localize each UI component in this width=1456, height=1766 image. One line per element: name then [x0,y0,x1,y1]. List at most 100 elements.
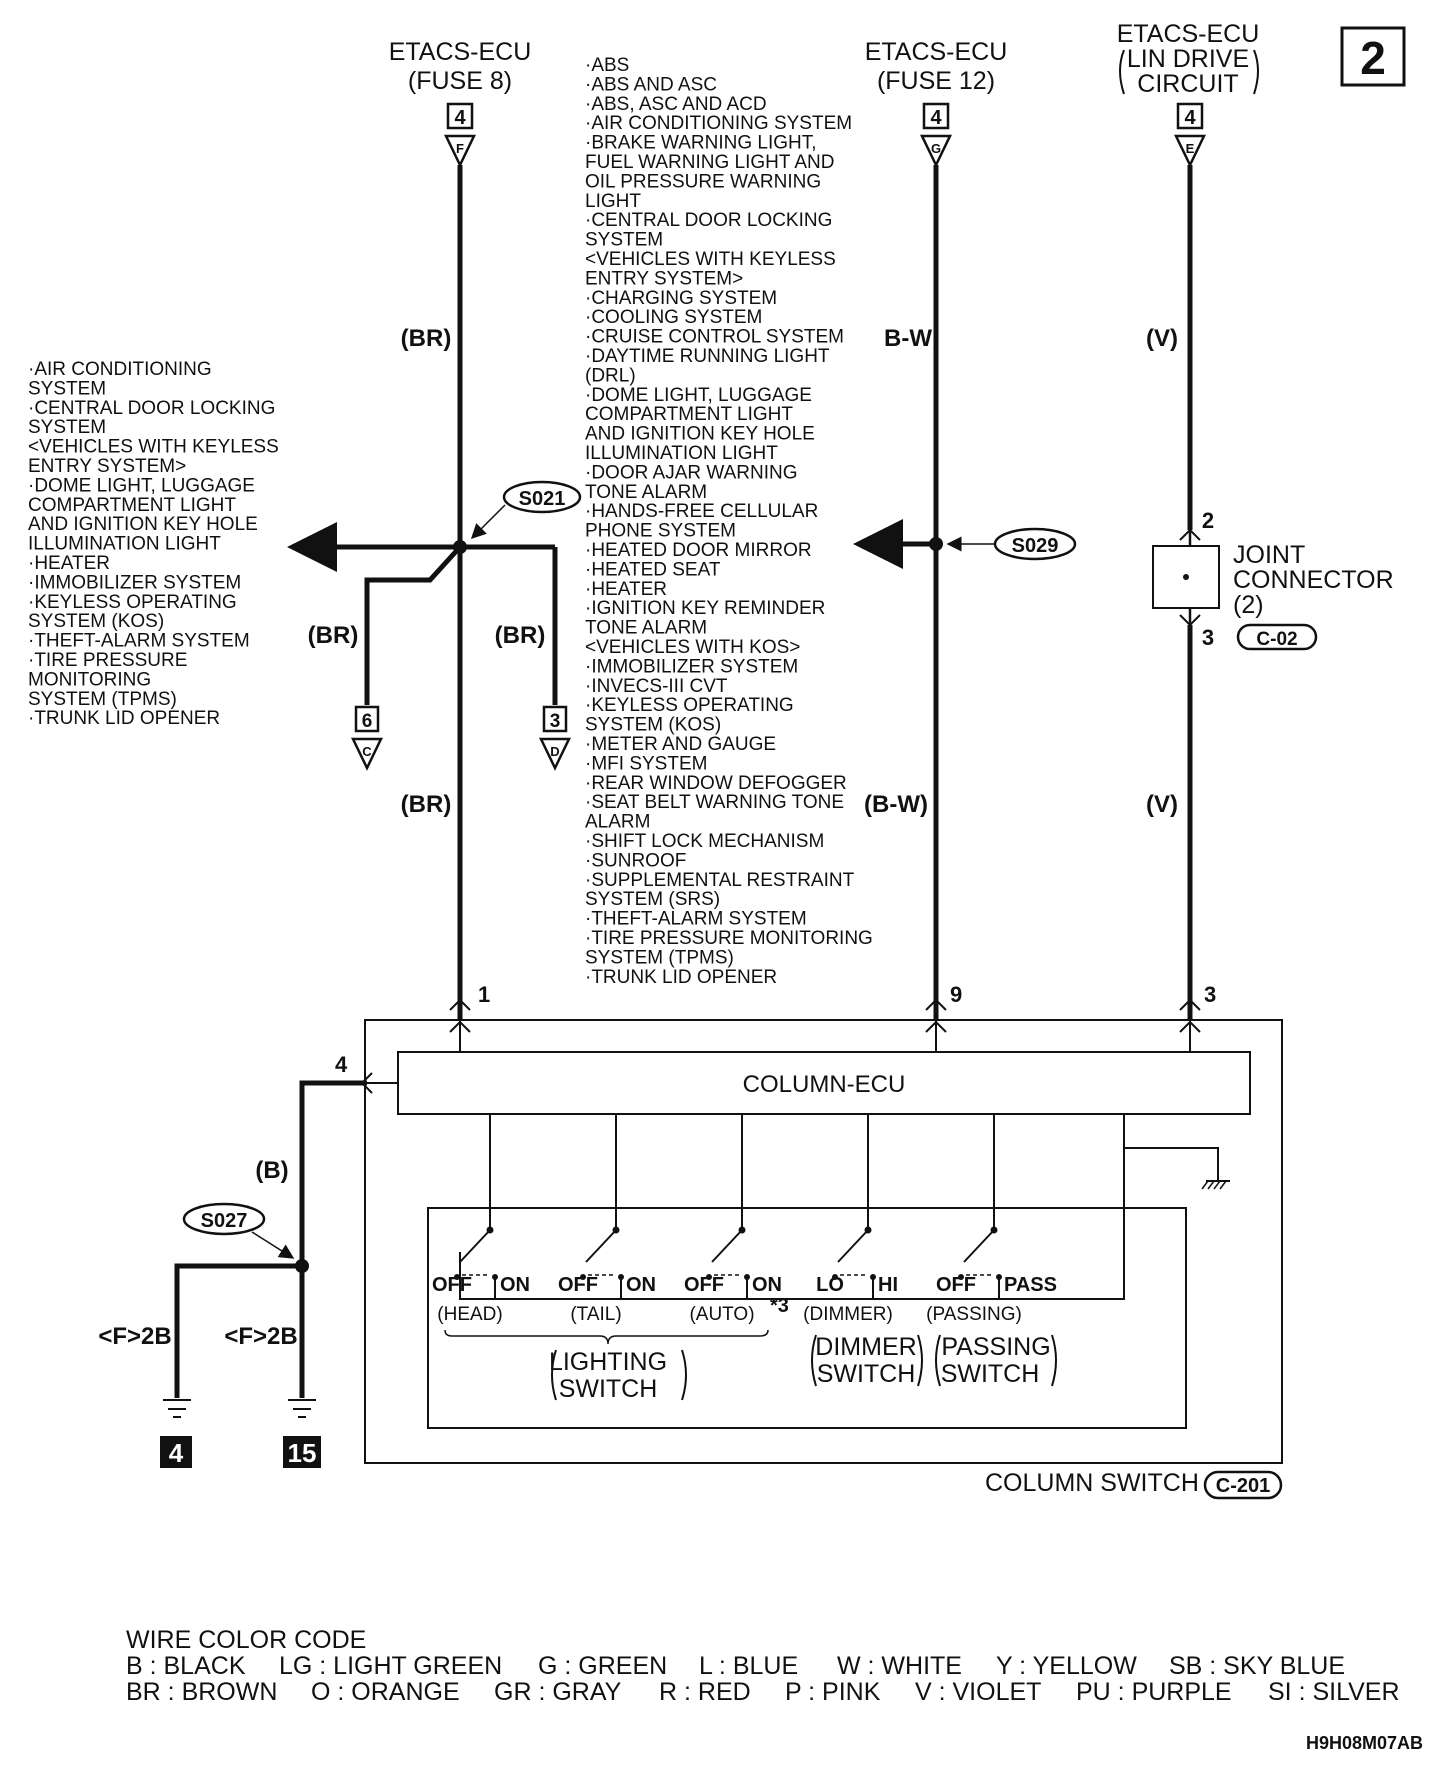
lighting-switch-line2: SWITCH [559,1375,658,1403]
center-system-item: ·INVECS-III CVT [585,676,728,697]
center-system-item: ·SUPPLEMENTAL RESTRAINT [585,870,855,891]
joint-connector: 2 3 JOINT CONNECTOR (2) C-02 [1152,508,1394,651]
center-system-item: ·SUNROOF [585,850,686,871]
center-system-item: ·ABS [585,55,629,76]
splice-s027-label: S027 [201,1210,248,1232]
legend-entry: GR : GRAY [494,1678,622,1706]
left-system-item: AND IGNITION KEY HOLE [28,514,258,535]
switch-name: (PASSING) [926,1304,1022,1325]
connector-c-pin: 6 [362,711,373,732]
splice-s029: S029 [853,519,1077,569]
center-system-item: ·HEATED SEAT [585,559,721,580]
column-pin-1: 1 [478,982,490,1007]
center-system-item: ·AIR CONDITIONING SYSTEM [585,113,852,134]
joint-line1: JOINT [1233,541,1305,569]
center-system-item: ·METER AND GAUGE [585,734,776,755]
center-system-item: ·DOOR AJAR WARNING [585,462,798,483]
connector-lin-header: ETACS-ECU LIN DRIVE CIRCUIT 4 E [1117,20,1260,168]
center-system-item: ·SEAT BELT WARNING TONE [585,792,844,813]
fuse8-line2: (FUSE 8) [408,67,512,95]
passing-switch-line2: SWITCH [941,1360,1040,1388]
switch-on-label: ON [500,1274,530,1296]
legend-entry: R : RED [659,1678,751,1706]
center-system-item: ·SHIFT LOCK MECHANISM [585,831,824,852]
center-system-item: (DRL) [585,365,636,386]
connector-d-pin: 3 [550,711,561,732]
center-system-item: ·IGNITION KEY REMINDER [585,598,825,619]
legend-entry: G : GREEN [538,1652,667,1680]
center-system-item: ALARM [585,812,650,833]
center-system-item: COMPARTMENT LIGHT [585,404,793,425]
splice-s021: S021 [287,480,582,705]
left-system-item: ·AIR CONDITIONING [28,359,212,380]
connector-c-letter: C [362,744,372,759]
lin-letter: E [1186,141,1195,156]
left-system-item: ENTRY SYSTEM> [28,456,186,477]
center-system-item: ·DAYTIME RUNNING LIGHT [585,346,830,367]
center-system-list: ·ABS·ABS AND ASC·ABS, ASC AND ACD·AIR CO… [585,55,873,988]
connector-fuse12-header: ETACS-ECU (FUSE 12) 4 G [865,38,1007,168]
ground-label-2: <F>2B [224,1323,297,1350]
wire-label-v-2: (V) [1146,791,1178,818]
center-system-item: TONE ALARM [585,618,707,639]
center-system-item: ·MFI SYSTEM [585,753,707,774]
fuse12-pin: 4 [930,107,942,129]
center-system-item: LIGHT [585,191,641,212]
legend-title: WIRE COLOR CODE [126,1626,366,1654]
center-system-item: <VEHICLES WITH KEYLESS [585,249,836,270]
left-system-item: MONITORING [28,669,151,690]
connector-c: 6 C [351,705,383,771]
legend-entry: SI : SILVER [1268,1678,1400,1706]
splice-s021-label: S021 [519,488,566,510]
switch-note: *3 [770,1295,789,1317]
column-switch-name: COLUMN SWITCH [985,1469,1199,1497]
center-system-item: OIL PRESSURE WARNING [585,171,821,192]
ground-number-2: 15 [288,1438,317,1468]
legend-entry: V : VIOLET [915,1678,1041,1706]
ground-label-1: <F>2B [98,1323,171,1350]
center-system-item: ILLUMINATION LIGHT [585,443,778,464]
left-system-item: COMPARTMENT LIGHT [28,495,236,516]
column-pin-9: 9 [950,982,962,1007]
switch-off-label: OFF [936,1274,976,1296]
legend-entry: PU : PURPLE [1076,1678,1232,1706]
center-system-item: ·HEATED DOOR MIRROR [585,540,812,561]
page-number-box: 2 [1340,26,1406,87]
fuse8-pin: 4 [454,107,466,129]
page-number: 2 [1360,32,1386,84]
center-system-item: ·TRUNK LID OPENER [585,967,777,988]
center-system-item: ·THEFT-ALARM SYSTEM [585,909,807,930]
lin-line1: ETACS-ECU [1117,20,1260,48]
switch-name: (TAIL) [570,1304,621,1325]
column-pin-4: 4 [335,1052,348,1077]
legend-entry: W : WHITE [837,1652,962,1680]
column-ecu-box [397,1051,1251,1115]
center-system-item: ·REAR WINDOW DEFOGGER [585,773,847,794]
splice-s029-label: S029 [1012,535,1059,557]
left-system-item: ·DOME LIGHT, LUGGAGE [28,475,255,496]
lighting-switch-line1: LIGHTING [549,1348,667,1376]
connector-fuse8-header: ETACS-ECU (FUSE 8) 4 F [389,38,531,168]
wire-label-br-1: (BR) [401,325,452,352]
wire-label-v-1: (V) [1146,325,1178,352]
center-system-item: ·TIRE PRESSURE MONITORING [585,928,873,949]
center-system-item: ·DOME LIGHT, LUGGAGE [585,385,812,406]
dimmer-switch-line2: SWITCH [817,1360,916,1388]
switch-off-label: OFF [558,1274,598,1296]
wire-label-d: (BR) [495,622,546,649]
center-system-item: TONE ALARM [585,482,707,503]
legend-entry: L : BLUE [699,1652,798,1680]
center-system-item: PHONE SYSTEM [585,521,736,542]
column-switch-code: C-201 [1216,1475,1270,1497]
wire-label-br-2: (BR) [401,791,452,818]
switch-off-label: OFF [432,1274,472,1296]
center-system-item: ·CRUISE CONTROL SYSTEM [585,327,844,348]
joint-pin-top: 2 [1202,508,1214,533]
wire-label-c: (BR) [308,622,359,649]
left-system-item: <VEHICLES WITH KEYLESS [28,437,279,458]
left-system-item: ·CENTRAL DOOR LOCKING [28,398,275,419]
left-system-item: SYSTEM (TPMS) [28,689,177,710]
dimmer-switch-line1: DIMMER [815,1333,916,1361]
